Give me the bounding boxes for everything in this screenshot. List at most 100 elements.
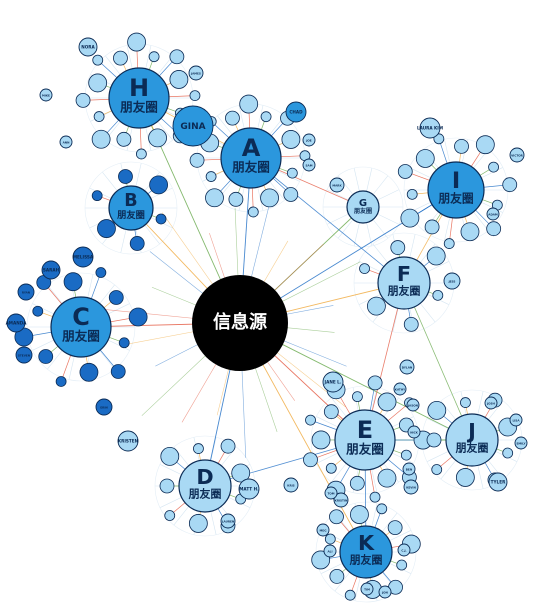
person-node-erin[interactable]: ERIN [95,398,113,416]
satellite-node[interactable] [303,452,318,468]
satellite-node[interactable] [118,169,133,184]
person-node-victor[interactable]: VICTOR [509,147,525,163]
satellite-node[interactable] [160,446,180,466]
satellite-node[interactable] [426,432,442,448]
satellite-node[interactable] [97,219,116,238]
person-node-jason[interactable]: JASON [406,398,420,412]
satellite-node[interactable] [311,550,331,570]
satellite-node[interactable] [323,404,339,420]
satellite-node[interactable] [387,520,403,536]
satellite-node[interactable] [113,50,128,66]
satellite-node[interactable] [403,316,419,332]
satellite-node[interactable] [169,49,185,65]
satellite-node[interactable] [164,510,176,521]
person-node-meg[interactable]: MEG [316,523,330,537]
person-node-tyler[interactable]: TYLER [488,472,508,492]
satellite-node[interactable] [367,375,383,391]
satellite-node[interactable] [460,397,471,408]
satellite-node[interactable] [502,447,514,459]
person-node-adam[interactable]: ADAM [486,207,500,221]
person-node-kristin[interactable]: KRISTIN [333,492,349,508]
person-node-tom[interactable]: TOM [324,486,338,500]
satellite-node[interactable] [475,135,495,155]
satellite-node[interactable] [351,391,363,403]
person-node-matt[interactable]: MATT H. [238,478,260,500]
satellite-node[interactable] [486,221,502,237]
satellite-node[interactable] [260,188,279,208]
person-node-tim[interactable]: TIM [360,582,374,596]
person-node-kathy[interactable]: KATHY [393,382,407,396]
person-node-jon[interactable]: JON [378,585,392,599]
person-node-lisa[interactable]: LISA [509,413,523,427]
satellite-node[interactable] [205,188,224,208]
satellite-node[interactable] [129,236,145,251]
satellite-node[interactable] [460,222,480,242]
satellite-node[interactable] [88,73,108,93]
person-node-kevin[interactable]: KEVIN [403,479,419,495]
satellite-node[interactable] [359,263,370,274]
satellite-node[interactable] [324,533,336,545]
satellite-node[interactable] [424,219,440,235]
satellite-node[interactable] [55,376,67,387]
satellite-node[interactable] [369,491,381,503]
person-node-joe[interactable]: JOE [302,133,316,147]
satellite-node[interactable] [349,475,365,491]
satellite-node[interactable] [305,414,316,426]
satellite-node[interactable] [281,130,301,149]
person-node-mark[interactable]: MARK [329,177,345,193]
satellite-node[interactable] [135,148,147,160]
satellite-node[interactable] [189,152,205,168]
satellite-node[interactable] [118,337,130,349]
satellite-node[interactable] [350,505,369,524]
satellite-node[interactable] [148,128,167,148]
satellite-node[interactable] [116,131,132,147]
satellite-node[interactable] [95,267,107,278]
satellite-node[interactable] [376,503,388,515]
person-node-kris[interactable]: KRIS [283,477,299,493]
satellite-node[interactable] [110,364,126,379]
satellite-node[interactable] [329,509,344,525]
person-node-sarah[interactable]: SARAH [41,260,61,280]
person-node-nick[interactable]: NICK [407,425,421,439]
satellite-node[interactable] [32,305,44,317]
satellite-node[interactable] [239,94,259,114]
person-node-josh[interactable]: JOSH [484,396,498,410]
satellite-node[interactable] [220,438,236,454]
person-node-steven[interactable]: STEVEN [15,346,33,364]
satellite-node[interactable] [432,289,444,301]
person-node-chad[interactable]: CHAD [285,101,307,123]
satellite-node[interactable] [92,54,104,66]
satellite-node[interactable] [406,188,418,200]
person-node-dylan[interactable]: DYLAN [399,359,415,375]
satellite-node[interactable] [63,272,83,292]
satellite-node[interactable] [502,177,518,193]
person-node-ryan[interactable]: RYAN [17,283,35,301]
satellite-node[interactable] [325,462,337,474]
satellite-node[interactable] [488,161,499,173]
person-node-ali[interactable]: ALI [323,544,337,558]
satellite-node[interactable] [396,559,408,571]
person-node-jess[interactable]: JESS [443,272,461,290]
satellite-node[interactable] [415,149,435,168]
satellite-node[interactable] [231,463,251,483]
satellite-node[interactable] [426,246,446,266]
satellite-node[interactable] [75,92,91,108]
person-node-james[interactable]: JAMES [188,65,204,81]
satellite-node[interactable] [443,238,455,249]
person-node-mike[interactable]: MIKE [39,88,53,102]
satellite-node[interactable] [159,478,175,494]
person-node-emily[interactable]: EMILY [514,436,528,450]
satellite-node[interactable] [148,51,160,63]
satellite-node[interactable] [431,464,443,475]
satellite-node[interactable] [390,240,406,255]
satellite-node[interactable] [205,171,217,182]
